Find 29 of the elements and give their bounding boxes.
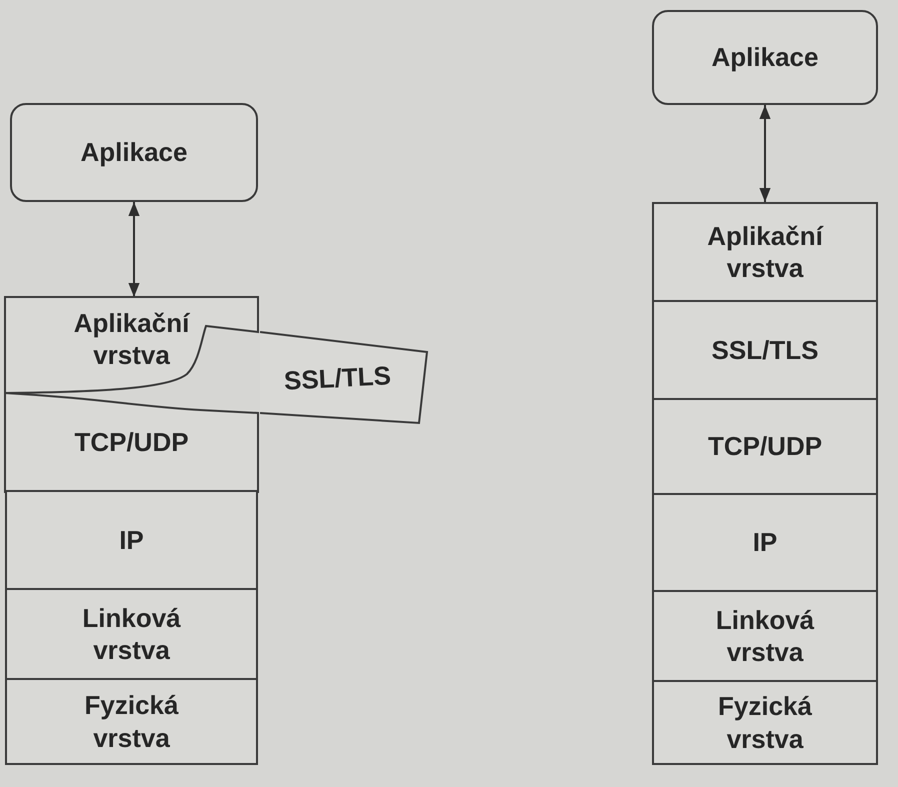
application-box xyxy=(10,103,258,202)
layer-label: Fyzická vrstva xyxy=(717,690,813,755)
layer-label: SSL/TLS xyxy=(283,359,392,398)
layer-label: Aplikace xyxy=(80,136,188,169)
layer-box xyxy=(5,678,258,765)
layer-label: Linková vrstva xyxy=(714,604,816,668)
layer-box xyxy=(652,590,878,682)
layer-box xyxy=(5,490,258,590)
layer-box xyxy=(5,393,258,492)
layer-box xyxy=(652,202,878,302)
layer-label: SSL/TLS xyxy=(710,334,820,366)
layer-label: IP xyxy=(752,526,778,559)
layer-box xyxy=(652,300,878,400)
layer-label: TCP/UDP xyxy=(73,426,190,459)
layer-box xyxy=(5,588,258,680)
double-arrow xyxy=(128,202,140,297)
layer-label: Fyzická vrstva xyxy=(84,689,180,754)
layer-label: IP xyxy=(118,524,145,556)
layer-box xyxy=(652,680,878,765)
layer-label: Aplikační vrstva xyxy=(72,306,191,372)
double-arrow xyxy=(759,105,771,202)
layer-label: TCP/UDP xyxy=(706,430,824,463)
application-box xyxy=(652,10,878,105)
layer-box xyxy=(5,297,258,395)
layer-box xyxy=(652,493,878,592)
layer-label: Linková vrstva xyxy=(81,602,182,666)
layer-label: Aplikační vrstva xyxy=(706,220,824,284)
layer-box xyxy=(652,398,878,495)
layer-label: Aplikace xyxy=(710,41,820,74)
